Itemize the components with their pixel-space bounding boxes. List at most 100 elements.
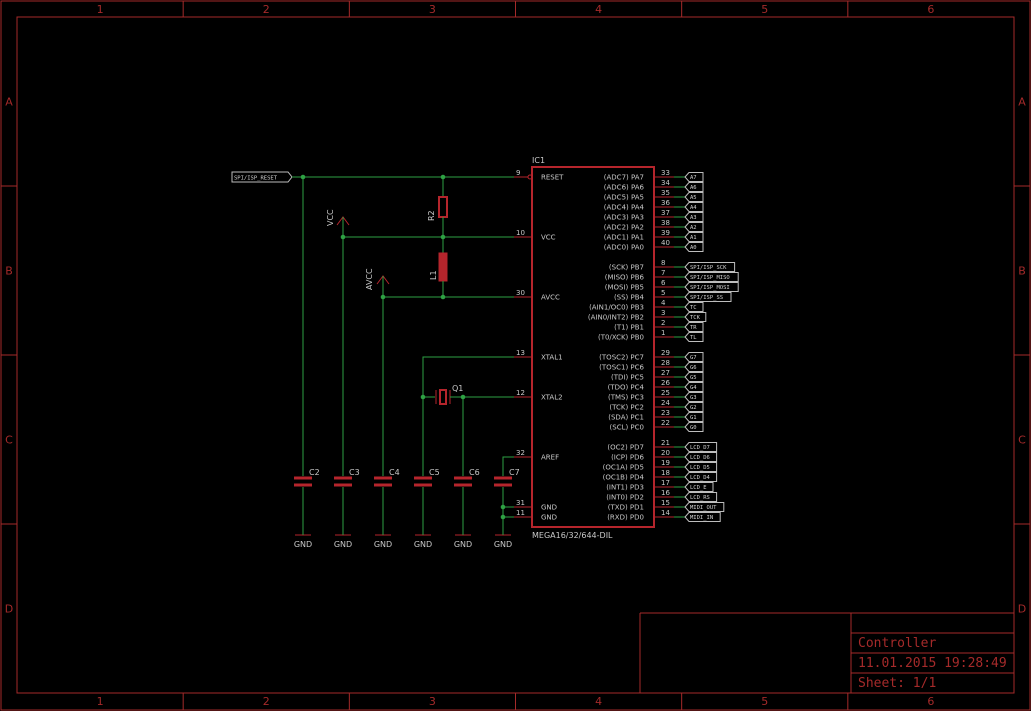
net-label-text: TC (690, 305, 697, 311)
crystal-q1: Q1 (420, 356, 532, 473)
title-block-datetime: 11.01.2015 19:28:49 (858, 656, 1007, 671)
net-label (684, 182, 704, 192)
ic-pin-name: (TOSC2) PC7 (599, 354, 644, 362)
vcc-label: VCC (326, 209, 335, 226)
frame-col-top: 3 (429, 3, 436, 16)
net-label-text: G6 (690, 365, 697, 371)
title-block: Controller 11.01.2015 19:28:49 Sheet: 1/… (639, 612, 1014, 693)
ic-pin-name: (TDI) PC5 (611, 374, 644, 382)
title-block-sheet: Sheet: 1/1 (858, 676, 936, 691)
reset-net: SPI/ISP_RESET (231, 171, 525, 473)
ic-pin-name: XTAL2 (541, 394, 563, 402)
net-label (684, 512, 721, 522)
net-label-text: TCK (690, 315, 701, 321)
ic-pin-name: (SCK) PB7 (609, 264, 644, 272)
ic-pin-number: 11 (516, 509, 525, 517)
ic-pin-number: 39 (661, 229, 670, 237)
frame-row-left: B (5, 265, 13, 278)
ic-pin-number: 3 (661, 309, 665, 317)
ic-pin-number: 22 (661, 419, 670, 427)
net-label (684, 382, 704, 392)
frame-col-top: 6 (927, 3, 934, 16)
frame-row-left: C (5, 434, 13, 447)
ic-pin-name: GND (541, 504, 557, 512)
frame-row-left: D (5, 603, 13, 616)
net-label (684, 302, 704, 312)
net-label (684, 492, 718, 502)
ic-pin-number: 6 (661, 279, 666, 287)
frame-row-right: D (1018, 603, 1026, 616)
net-label (684, 452, 718, 462)
ic-pin-name: (RXD) PD0 (607, 514, 644, 522)
cap-label: C2 (309, 468, 320, 477)
ic-pin-name: (SDA) PC1 (608, 414, 644, 422)
ic-pin-number: 1 (661, 329, 665, 337)
ic-pin-name: (OC2) PD7 (607, 444, 644, 452)
gnd-label: GND (334, 540, 352, 549)
net-label-text: A0 (690, 245, 697, 251)
ic-pin-name: (MISO) PB6 (605, 274, 645, 282)
net-label-text: G4 (690, 385, 697, 391)
ic-pin-name: (TOSC1) PC6 (599, 364, 644, 372)
net-label (684, 402, 704, 412)
ic-pin-number: 9 (516, 169, 520, 177)
net-label (684, 292, 732, 302)
resistor-r2: R2 (427, 177, 448, 237)
ic-pin-number: 5 (661, 289, 665, 297)
net-label (684, 462, 718, 472)
title-block-title: Controller (858, 636, 936, 651)
net-label-text: G7 (690, 355, 697, 361)
net-label-text: LCD_RS (690, 495, 710, 501)
ic-pin-number: 24 (661, 399, 670, 407)
net-label (684, 282, 739, 292)
ic-pin-number: 28 (661, 359, 670, 367)
ic-pin-name: (INT1) PD3 (606, 484, 644, 492)
gnd-label: GND (294, 540, 312, 549)
net-label (684, 272, 739, 282)
net-label-text: G0 (690, 425, 697, 431)
net-label-text: LCD_D7 (690, 445, 710, 451)
inductor-l1: L1 (429, 237, 448, 297)
cap-label: C5 (429, 468, 440, 477)
ic-pin-number: 16 (661, 489, 670, 497)
ic-pin-name: GND (541, 514, 557, 522)
net-label (684, 322, 704, 332)
avcc-label: AVCC (365, 268, 374, 290)
ic-pin-number: 31 (516, 499, 525, 507)
frame-col-bottom: 3 (429, 695, 436, 708)
net-label-text: G2 (690, 405, 697, 411)
ic-pin-number: 21 (661, 439, 670, 447)
net-label-text: MIDI_OUT (690, 505, 717, 511)
ic-pin-name: VCC (541, 234, 556, 242)
gnd-label: GND (494, 540, 512, 549)
net-label (684, 242, 704, 252)
ic-pin-number: 27 (661, 369, 670, 377)
frame-col-bottom: 5 (761, 695, 768, 708)
r2-label: R2 (427, 210, 436, 221)
l1-label: L1 (429, 270, 438, 280)
ic-pin-name: (ADC0) PA0 (604, 244, 644, 252)
ic-pin-name: AREF (541, 454, 559, 462)
ic-pin-name: (TDO) PC4 (608, 384, 645, 392)
ic-pin-number: 37 (661, 209, 670, 217)
net-label-text: A5 (690, 195, 697, 201)
ic-pin-name: XTAL1 (541, 354, 563, 362)
ic-pin-number: 2 (661, 319, 665, 327)
net-label-text: TL (690, 335, 697, 341)
ic-pin-name: (ADC5) PA5 (604, 194, 644, 202)
ic-pin-number: 19 (661, 459, 670, 467)
ic-pin-number: 4 (661, 299, 666, 307)
ic-pin-name: (TCK) PC2 (609, 404, 644, 412)
net-label-text: SPI/ISP_SCK (690, 265, 727, 271)
ic-pin-number: 36 (661, 199, 670, 207)
net-label-text: MIDI_IN (690, 515, 713, 521)
ic-pin-name: AVCC (541, 294, 560, 302)
net-label (684, 362, 704, 372)
net-label (684, 172, 704, 182)
net-label (684, 222, 704, 232)
avcc-net: AVCC (365, 268, 532, 473)
ic-pin-number: 7 (661, 269, 665, 277)
ic-pin-name: (T0/XCK) PB0 (598, 334, 644, 342)
net-label-text: A1 (690, 235, 697, 241)
